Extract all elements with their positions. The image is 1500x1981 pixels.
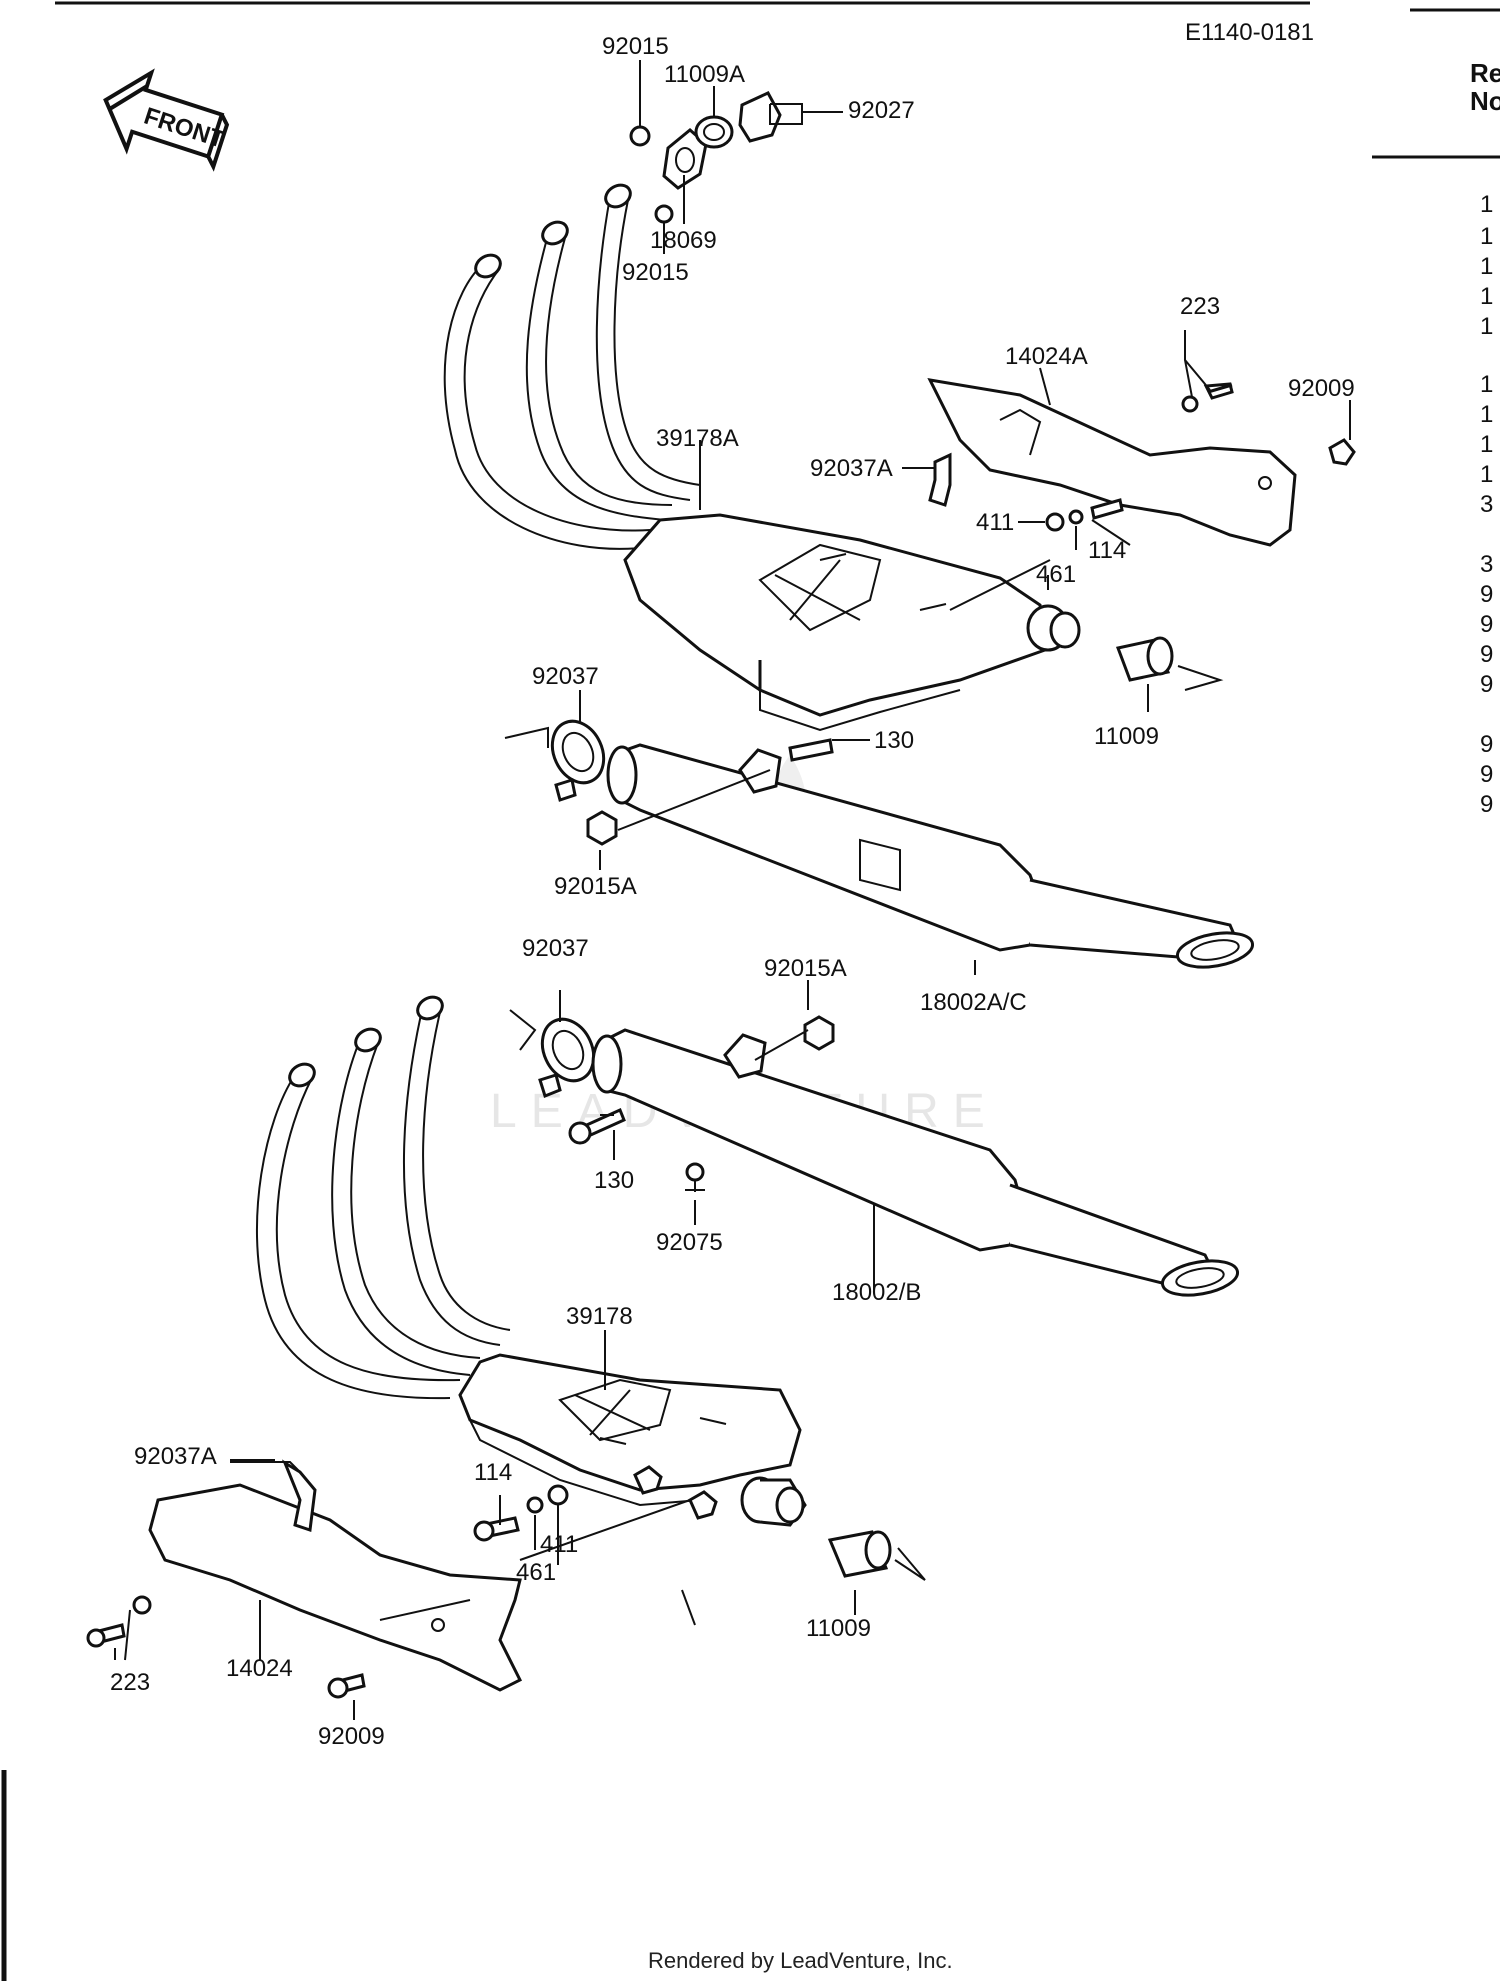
exhaust-pipes-upper [443, 183, 701, 550]
label-92075: 92075 [656, 1229, 723, 1256]
label-11009-top: 11009 [1094, 723, 1159, 750]
svg-text:9: 9 [1480, 671, 1493, 698]
label-92015A-left: 92015A [554, 873, 637, 900]
label-11009A: 11009A [664, 61, 745, 88]
label-461-bottom: 461 [516, 1559, 556, 1586]
label-130-top: 130 [874, 727, 914, 754]
svg-text:9: 9 [1480, 731, 1493, 758]
label-92037A-bottom: 92037A [134, 1443, 217, 1470]
label-92015A-right: 92015A [764, 955, 847, 982]
label-92009-top: 92009 [1288, 375, 1355, 402]
diagram-code: E1140-0181 [1185, 19, 1314, 46]
label-92037A-top: 92037A [810, 455, 893, 482]
label-114-top: 114 [1088, 537, 1126, 564]
sleeve-11009-top [1115, 636, 1224, 691]
label-18002B: 18002/B [832, 1279, 921, 1306]
label-92037-top: 92037 [532, 663, 599, 690]
side-column: 1 1 1 1 1 1 1 1 1 3 3 9 9 9 9 9 9 9 [1480, 191, 1493, 818]
label-411-bottom: 411 [540, 1531, 578, 1558]
label-18069: 18069 [650, 227, 717, 254]
label-461-top: 461 [1036, 561, 1076, 588]
label-411-top: 411 [976, 509, 1014, 536]
label-14024: 14024 [226, 1655, 293, 1682]
label-92015-top: 92015 [602, 33, 669, 60]
svg-text:1: 1 [1480, 253, 1493, 280]
footer-credit: Rendered by LeadVenture, Inc. [648, 1948, 953, 1973]
label-223-bottom: 223 [110, 1669, 150, 1696]
label-11009-bottom: 11009 [806, 1615, 871, 1642]
svg-text:1: 1 [1480, 371, 1493, 398]
label-18002AC: 18002A/C [920, 989, 1027, 1016]
label-39178A: 39178A [656, 425, 739, 452]
ref-header-2: No [1470, 86, 1500, 116]
svg-text:1: 1 [1480, 401, 1493, 428]
svg-text:3: 3 [1480, 551, 1493, 578]
collector-box-upper [623, 513, 1081, 732]
svg-text:1: 1 [1480, 313, 1493, 340]
muffler-upper [586, 738, 1255, 969]
label-223-top: 223 [1180, 293, 1220, 320]
svg-text:3: 3 [1480, 491, 1493, 518]
front-arrow-icon: FRONT [103, 68, 230, 172]
hardware-upper-shield [1045, 382, 1356, 532]
svg-text:1: 1 [1480, 223, 1493, 250]
svg-text:1: 1 [1480, 283, 1493, 310]
exhaust-pipes-lower [256, 995, 511, 1400]
sleeve-11009-bottom [827, 1530, 926, 1581]
collector-box-lower [458, 1353, 807, 1527]
label-92027: 92027 [848, 97, 915, 124]
svg-text:9: 9 [1480, 611, 1493, 638]
label-114-bottom: 114 [474, 1459, 512, 1486]
part-labels: 92015 11009A 92027 18069 92015 223 14024… [110, 33, 1355, 1750]
svg-text:1: 1 [1480, 461, 1493, 488]
svg-text:1: 1 [1480, 191, 1493, 218]
label-39178: 39178 [566, 1303, 633, 1330]
svg-text:1: 1 [1480, 431, 1493, 458]
muffler-lower [568, 1015, 1240, 1297]
ref-header-1: Re [1470, 58, 1500, 88]
clamp-92037-top [504, 719, 606, 802]
heat-shield-14024 [148, 1459, 523, 1692]
label-130-mid: 130 [594, 1167, 634, 1194]
svg-text:9: 9 [1480, 761, 1493, 788]
svg-text:9: 9 [1480, 641, 1493, 668]
hardware-lower [86, 1484, 569, 1699]
label-14024A: 14024A [1005, 343, 1088, 370]
svg-text:9: 9 [1480, 791, 1493, 818]
svg-text:9: 9 [1480, 581, 1493, 608]
heat-shield-14024A [927, 378, 1297, 547]
label-92015-mid: 92015 [622, 259, 689, 286]
label-92037-mid: 92037 [522, 935, 589, 962]
clamp-92037-mid [509, 1009, 596, 1098]
leader-lines [114, 60, 1351, 1720]
label-92009-bottom: 92009 [318, 1723, 385, 1750]
